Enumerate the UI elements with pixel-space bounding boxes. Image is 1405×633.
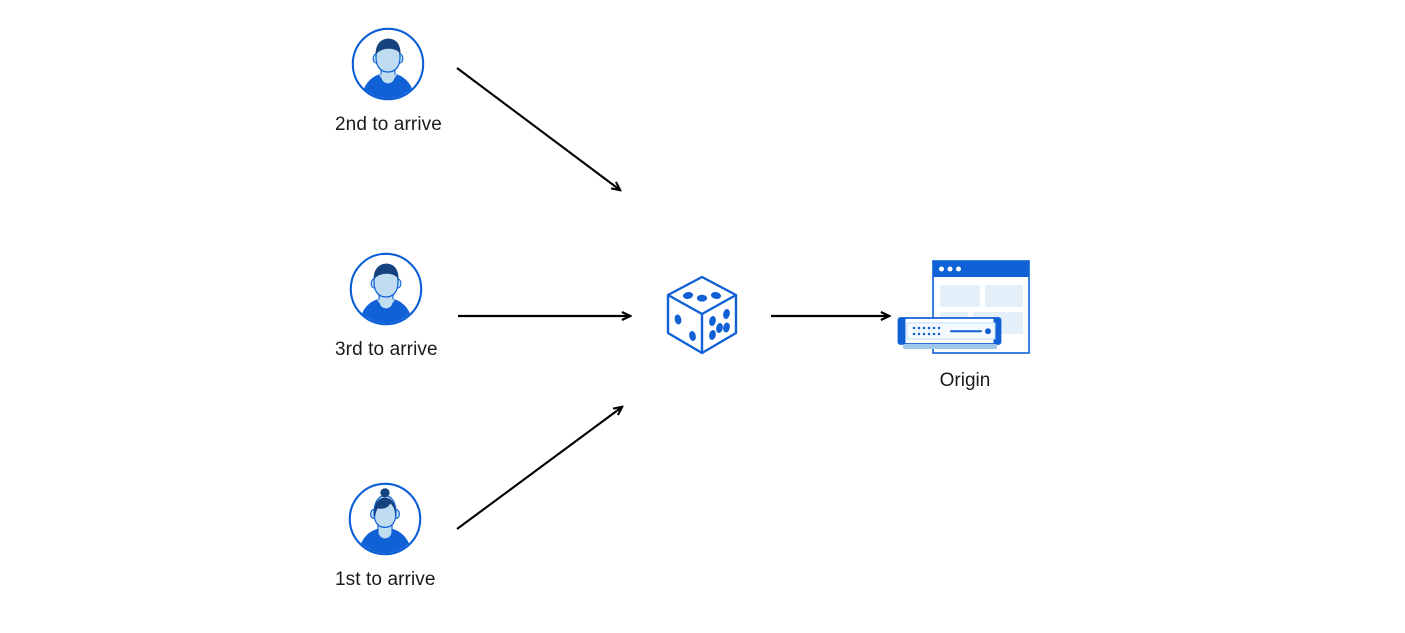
server-device-icon xyxy=(897,317,1002,349)
user-avatar-bun-hair-icon xyxy=(348,482,422,556)
origin-node[interactable]: Origin xyxy=(895,258,1035,392)
client-node-bottom[interactable]: 1st to arrive xyxy=(335,482,436,591)
client-label-bottom: 1st to arrive xyxy=(335,569,436,590)
arrow-top-to-dice xyxy=(456,67,620,190)
client-label-top: 2nd to arrive xyxy=(335,114,442,135)
arrow-bottom-to-dice xyxy=(456,407,622,530)
client-node-top[interactable]: 2nd to arrive xyxy=(335,27,442,136)
origin-label: Origin xyxy=(939,370,991,391)
client-node-middle[interactable]: 3rd to arrive xyxy=(335,252,438,361)
user-avatar-short-hair-icon xyxy=(351,27,425,101)
user-avatar-short-hair-icon xyxy=(349,252,423,326)
client-label-middle: 3rd to arrive xyxy=(335,339,438,360)
randomizer-node[interactable] xyxy=(658,271,746,359)
origin-icon-group xyxy=(895,258,1035,358)
dice-cube-icon xyxy=(658,271,746,359)
